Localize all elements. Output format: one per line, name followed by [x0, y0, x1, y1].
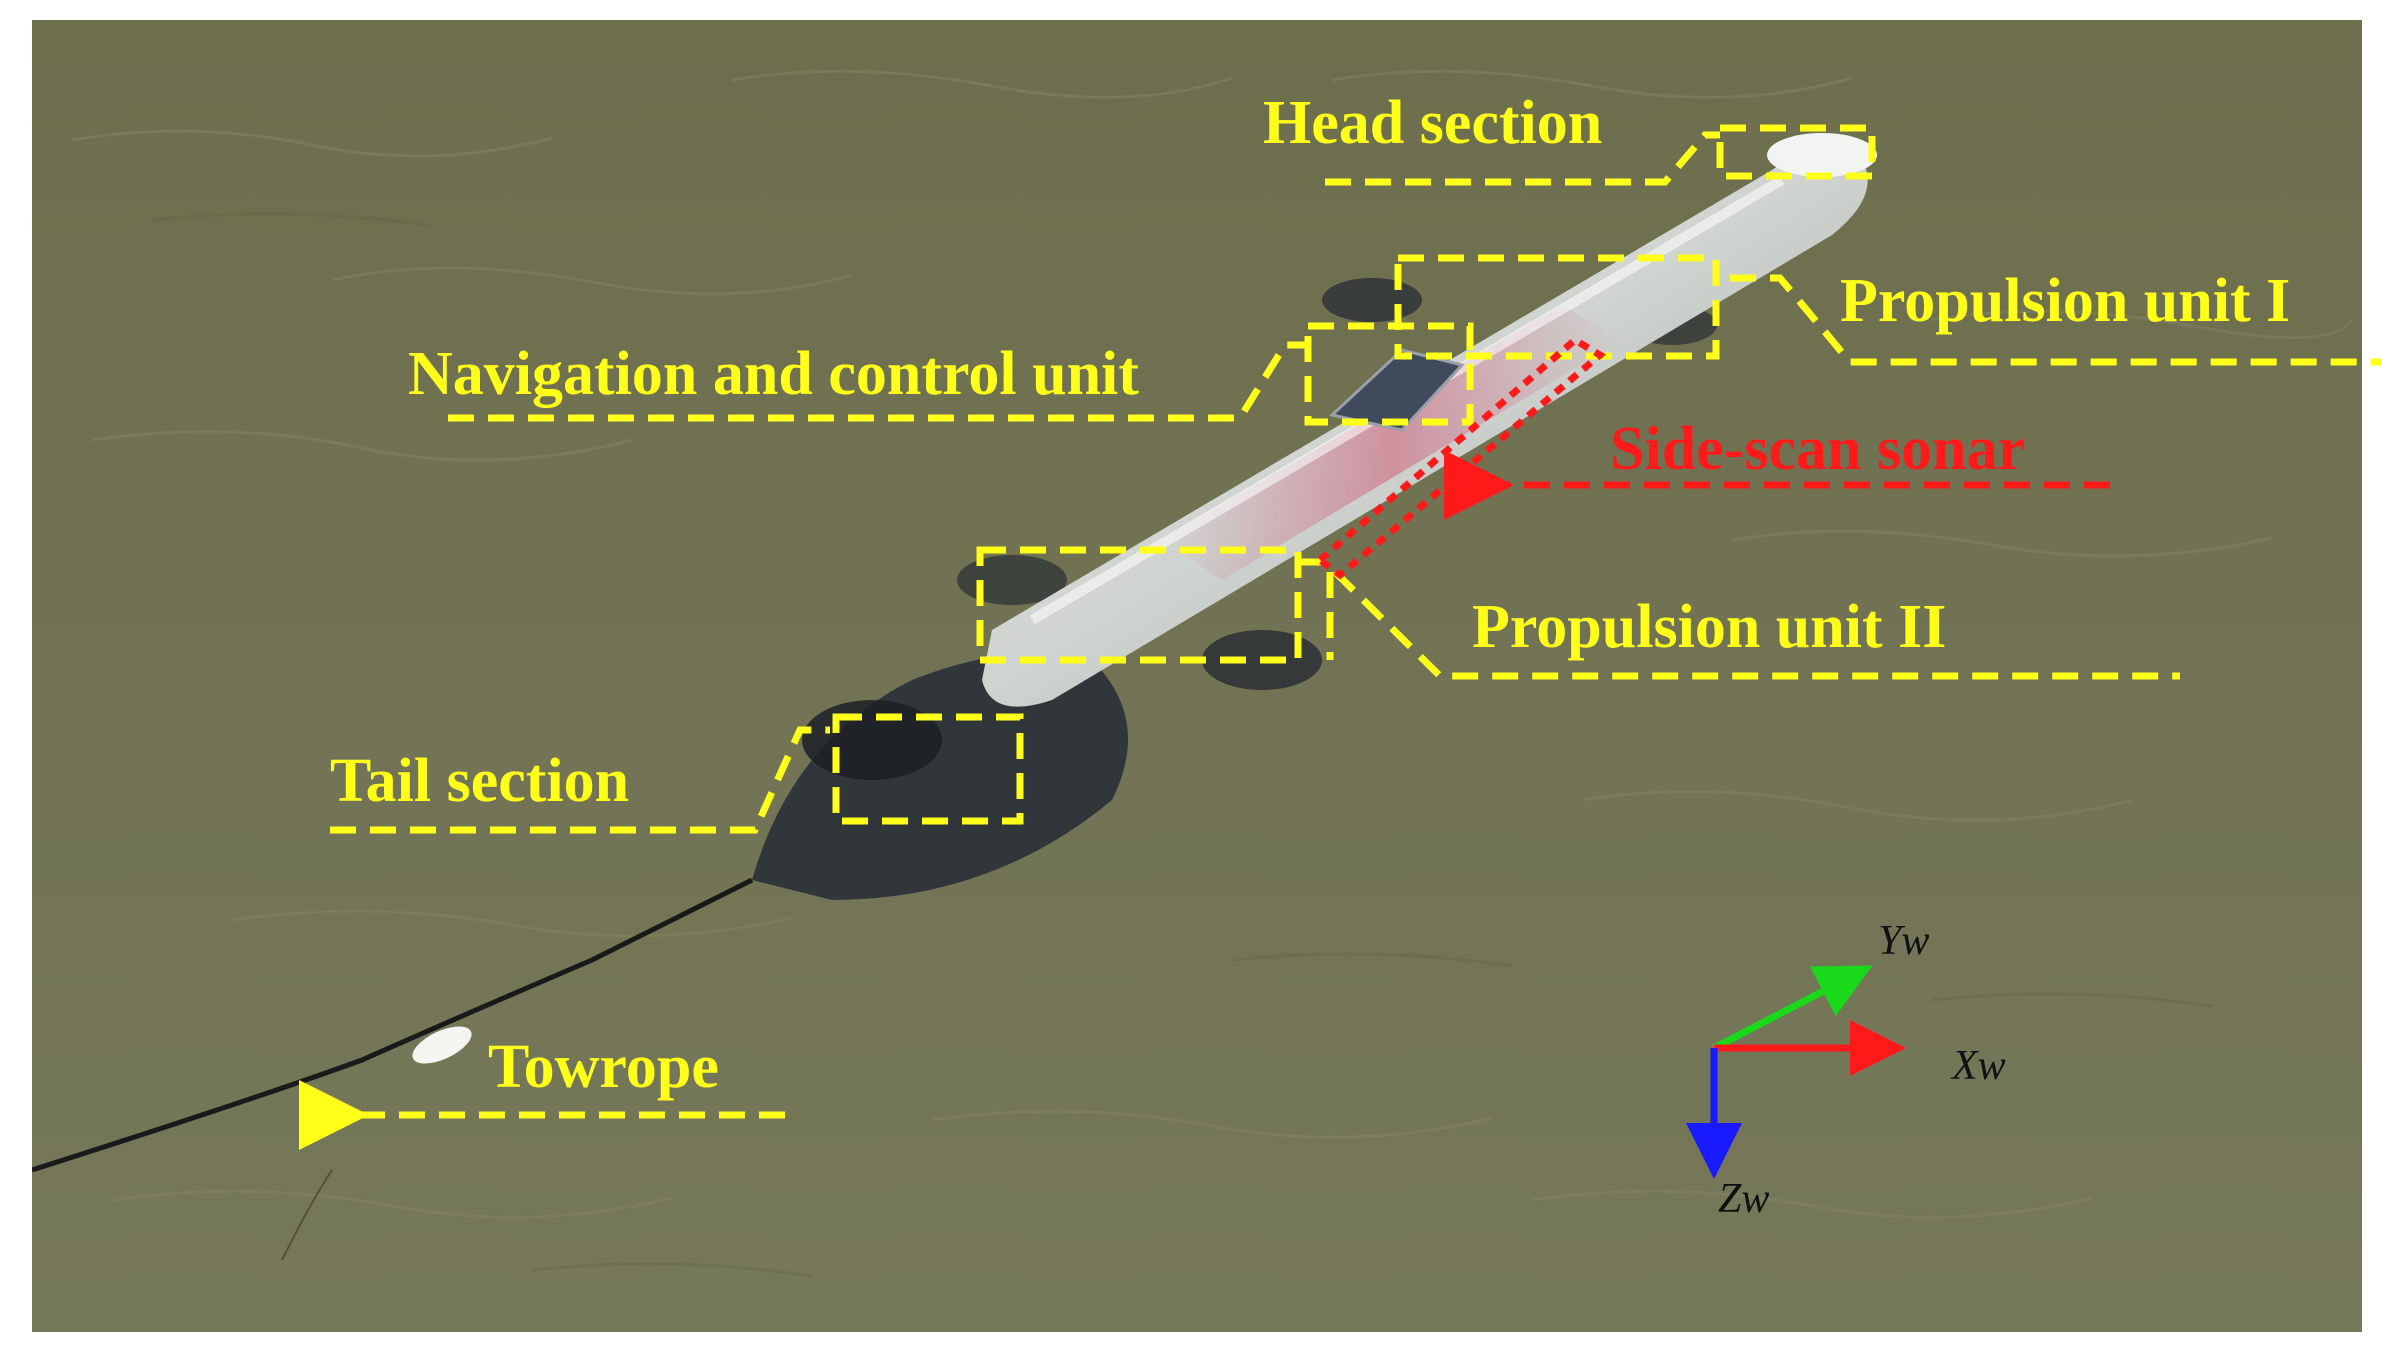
propulsion-unit-1-label: Propulsion unit I	[1840, 267, 2291, 335]
tail-section-box	[832, 713, 1024, 825]
tail-body	[752, 653, 1128, 900]
tail-section-label: Tail section	[330, 747, 630, 815]
propulsion-unit-2-leader	[1332, 569, 2180, 680]
head-section-leader	[1325, 131, 1720, 186]
navigation-control-box	[1304, 322, 1474, 426]
water-ripples	[71, 69, 2354, 1219]
solar-panel	[1328, 348, 1465, 432]
side-scan-sonar-outline	[1314, 335, 1606, 580]
xw-axis-label: Xw	[1952, 1043, 2006, 1089]
tail-section-leader	[330, 726, 830, 834]
navigation-control-leader	[448, 341, 1308, 422]
sonar-section	[1162, 305, 1622, 580]
towrope-label: Towrope	[488, 1033, 719, 1101]
vehicle-head	[1767, 133, 1877, 177]
head-section-box	[1716, 124, 1876, 180]
propulsion-unit-2-label: Propulsion unit II	[1472, 593, 1947, 661]
towrope-float	[412, 1026, 472, 1064]
navigation-control-label: Navigation and control unit	[408, 340, 1139, 408]
side-scan-sonar-label: Side-scan sonar	[1610, 415, 2026, 483]
coordinate-axes	[1686, 965, 1906, 1179]
propulsion-unit-1-leader	[1730, 274, 2382, 366]
yw-axis-label: Yw	[1878, 918, 1930, 964]
propulsion-unit-2-side	[1300, 558, 1334, 660]
zw-axis-label: Zw	[1718, 1176, 1770, 1222]
yw-axis-arrow	[1712, 965, 1873, 1052]
head-section-label: Head section	[1263, 89, 1603, 157]
propulsion-unit-1-box	[1394, 254, 1720, 360]
towrope-line	[32, 877, 754, 1173]
propulsion-unit-2-box	[976, 546, 1302, 664]
